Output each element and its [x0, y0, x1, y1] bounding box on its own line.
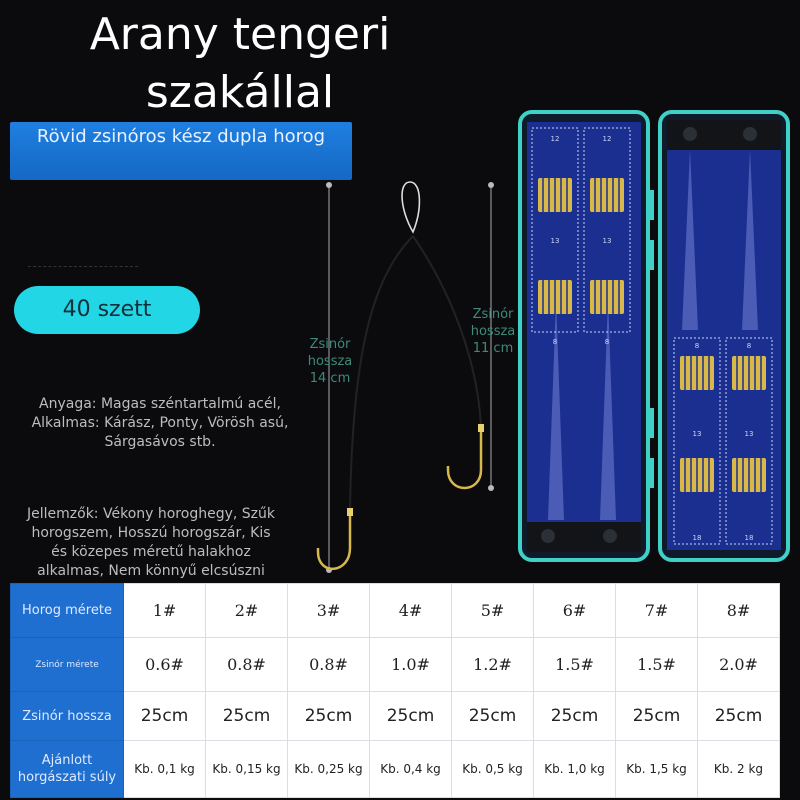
compartment-label: 18 — [693, 534, 702, 542]
page-title: Arany tengeri szakállal — [40, 6, 440, 122]
table-cell: 8# — [697, 583, 780, 638]
subtitle-banner: Rövid zsinóros kész dupla horog — [10, 122, 352, 180]
table-cell: 25cm — [287, 691, 370, 741]
table-cell: 1.5# — [533, 637, 616, 692]
row-header: Zsinór mérete — [10, 637, 124, 692]
table-cell: 3# — [287, 583, 370, 638]
compartment-label: 18 — [745, 534, 754, 542]
table-cell: Kb. 0,1 kg — [123, 740, 206, 798]
table-row-line-length: Zsinór hossza 25cm 25cm 25cm 25cm 25cm 2… — [10, 691, 780, 741]
table-cell: 0.8# — [287, 637, 370, 692]
description-line: horogszem, Hosszú horogszár, Kis — [31, 525, 271, 541]
tackle-box-right: 8 8 13 13 18 18 — [658, 110, 790, 562]
table-cell: Kb. 0,5 kg — [451, 740, 534, 798]
row-header: Zsinór hossza — [10, 691, 124, 741]
table-cell: 4# — [369, 583, 452, 638]
table-cell: Kb. 0,4 kg — [369, 740, 452, 798]
table-cell: Kb. 1,0 kg — [533, 740, 616, 798]
length-label-line: Zsinór — [309, 337, 351, 352]
table-cell: Kb. 0,25 kg — [287, 740, 370, 798]
title-line-1: Arany tengeri — [89, 9, 391, 60]
description-line: és közepes méretű halakhoz — [51, 544, 251, 560]
line-length-label-11cm: Zsinór hossza 11 cm — [462, 306, 524, 357]
table-cell: 25cm — [123, 691, 206, 741]
double-hook-rig — [316, 181, 484, 570]
compartment-label: 13 — [551, 237, 560, 245]
table-row-hook-size: Horog mérete 1# 2# 3# 4# 5# 6# 7# 8# — [10, 583, 780, 638]
features-description: Jellemzők: Vékony horoghegy, Szűk horogs… — [10, 505, 292, 581]
table-cell: 7# — [615, 583, 698, 638]
compartment-label: 12 — [551, 135, 560, 143]
compartment-label: 8 — [553, 338, 557, 346]
table-row-line-size: Zsinór mérete 0.6# 0.8# 0.8# 1.0# 1.2# 1… — [10, 637, 780, 692]
table-cell: 2# — [205, 583, 288, 638]
table-cell: 1.5# — [615, 637, 698, 692]
table-cell: 1.0# — [369, 637, 452, 692]
row-header: Horog mérete — [10, 583, 124, 638]
divider — [28, 266, 138, 268]
table-cell: 25cm — [533, 691, 616, 741]
row-header: Ajánlott horgászati súly — [10, 740, 124, 798]
length-label-line: hossza — [307, 354, 353, 369]
title-line-2: szakállal — [145, 67, 335, 118]
product-illustration: 12 12 13 13 8 8 8 8 13 13 18 — [316, 110, 790, 573]
table-cell: 25cm — [697, 691, 780, 741]
compartment-label: 13 — [693, 430, 702, 438]
table-cell: 25cm — [615, 691, 698, 741]
table-cell: 25cm — [451, 691, 534, 741]
tackle-box-left: 12 12 13 13 8 8 — [518, 110, 654, 562]
description-line: Sárgasávos stb. — [104, 434, 216, 450]
compartment-label: 13 — [745, 430, 754, 438]
table-cell: 1.2# — [451, 637, 534, 692]
spec-table: Horog mérete 1# 2# 3# 4# 5# 6# 7# 8# Zsi… — [10, 583, 780, 798]
length-label-line: 14 cm — [309, 371, 351, 386]
description-line: Anyaga: Magas széntartalmú acél, — [39, 396, 281, 412]
table-cell: 0.6# — [123, 637, 206, 692]
description-line: Jellemzők: Vékony horoghegy, Szűk — [27, 506, 275, 522]
table-cell: Kb. 0,15 kg — [205, 740, 288, 798]
table-cell: 1# — [123, 583, 206, 638]
table-cell: 5# — [451, 583, 534, 638]
table-cell: 6# — [533, 583, 616, 638]
count-badge: 40 szett — [14, 286, 200, 334]
description-line: alkalmas, Nem könnyű elcsúszni — [37, 563, 265, 579]
table-row-weight: Ajánlott horgászati súly Kb. 0,1 kg Kb. … — [10, 740, 780, 798]
compartment-label: 8 — [695, 342, 699, 350]
length-label-line: hossza — [470, 324, 516, 339]
table-cell: Kb. 1,5 kg — [615, 740, 698, 798]
description-line: Alkalmas: Kárász, Ponty, Vörösh asú, — [31, 415, 289, 431]
compartment-label: 8 — [605, 338, 609, 346]
table-cell: 25cm — [205, 691, 288, 741]
length-label-line: 11 cm — [472, 341, 514, 356]
table-cell: 25cm — [369, 691, 452, 741]
compartment-label: 12 — [603, 135, 612, 143]
table-cell: Kb. 2 kg — [697, 740, 780, 798]
length-label-line: Zsinór — [472, 307, 514, 322]
table-cell: 0.8# — [205, 637, 288, 692]
table-cell: 2.0# — [697, 637, 780, 692]
compartment-label: 13 — [603, 237, 612, 245]
line-length-label-14cm: Zsinór hossza 14 cm — [300, 336, 360, 387]
compartment-label: 8 — [747, 342, 751, 350]
material-description: Anyaga: Magas széntartalmú acél, Alkalma… — [14, 395, 306, 452]
